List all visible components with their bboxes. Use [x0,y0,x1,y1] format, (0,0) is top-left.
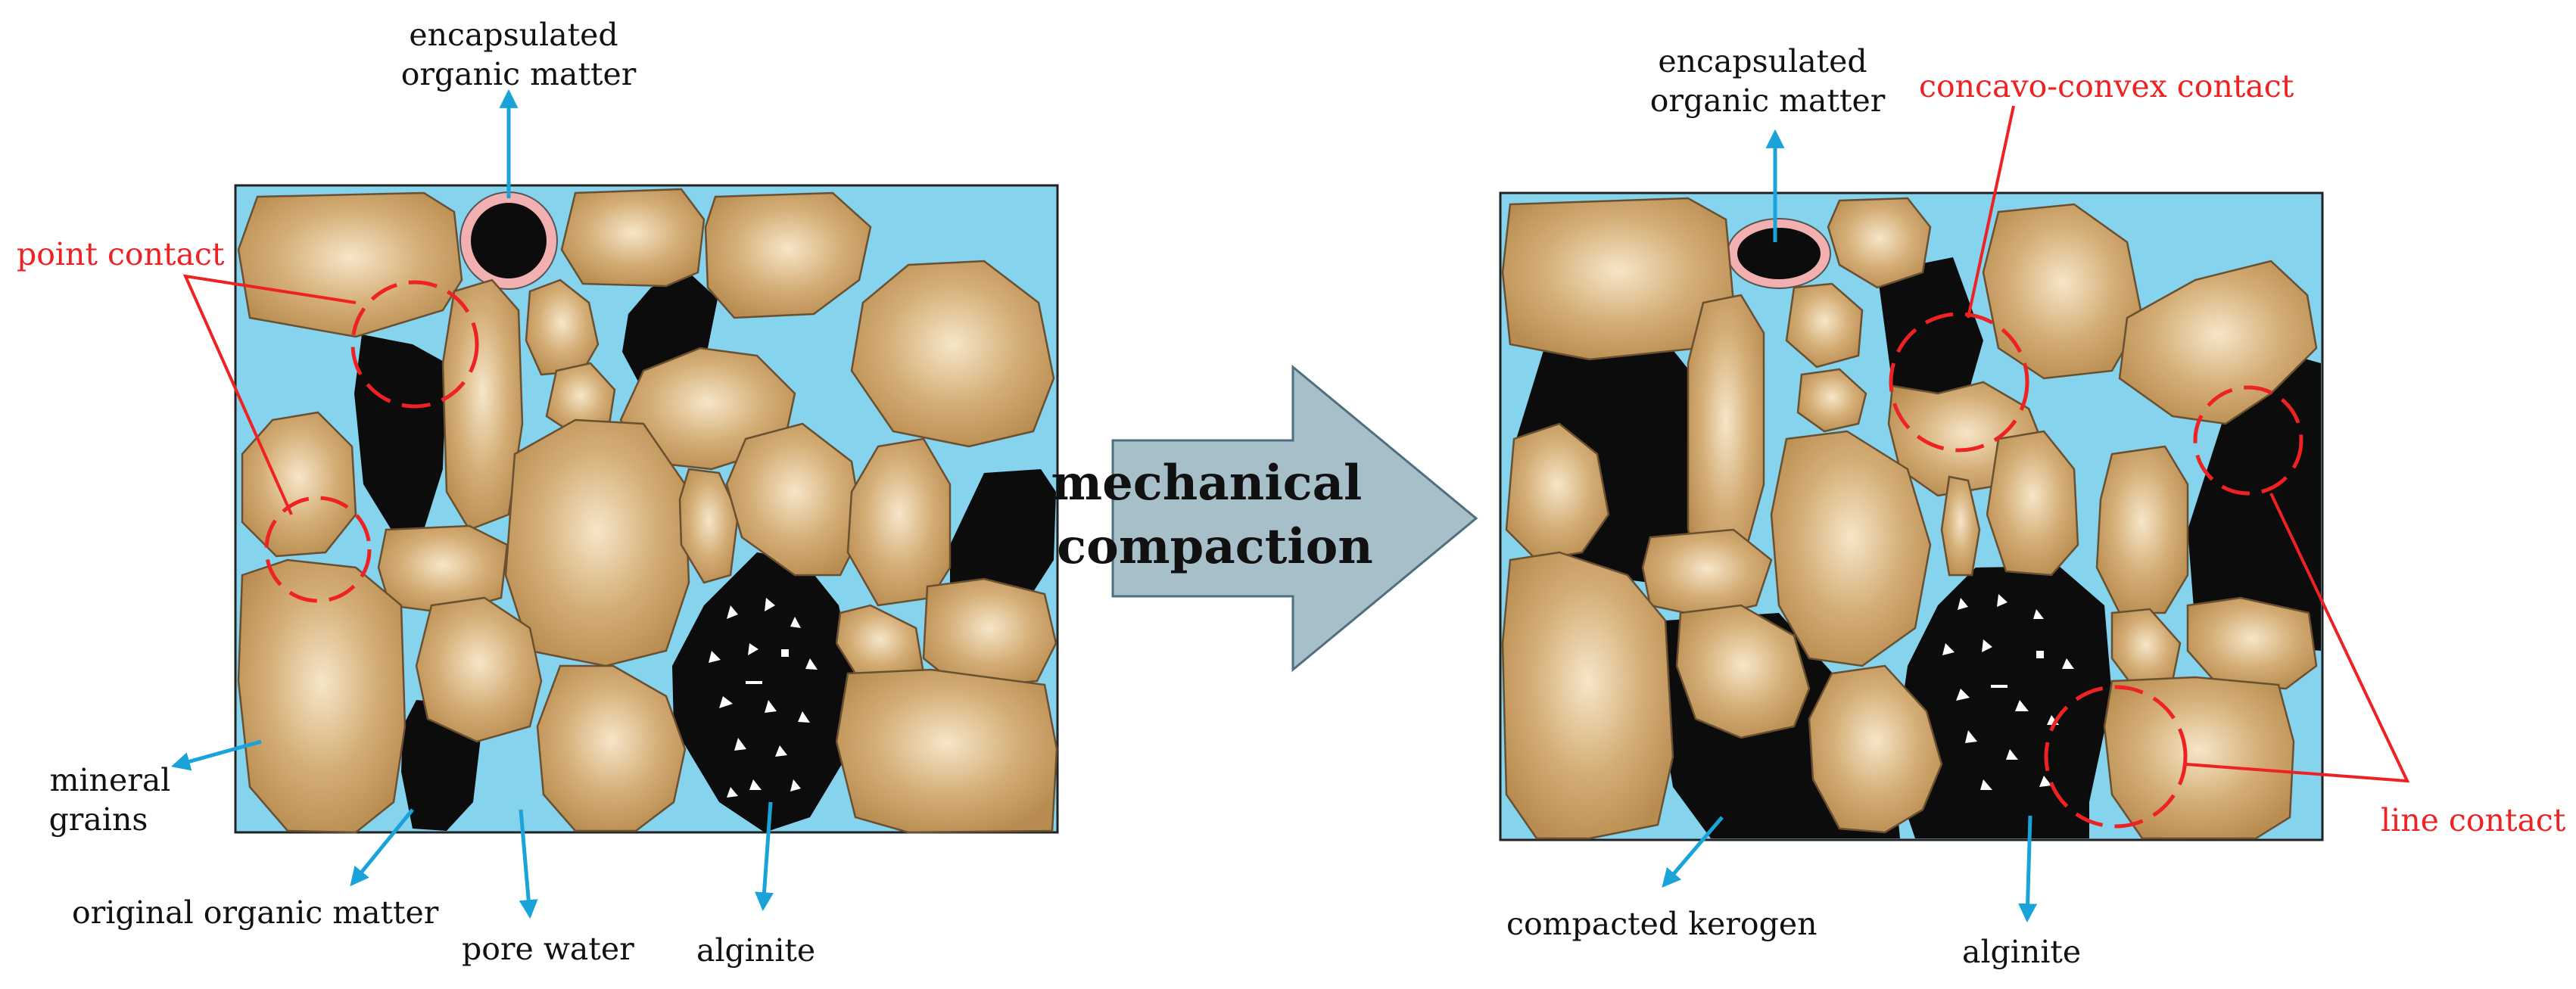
mineral-grains-label-line1: mineral [50,762,171,798]
mineral-grain [1501,551,1674,840]
mineral-grain [241,411,357,558]
point-contact-circle [264,496,372,603]
mineral-grain [237,191,463,338]
compaction-arrow: mechanical compaction [1051,364,1478,673]
compaction-arrow-label: mechanical compaction [1051,455,1378,575]
encapsulated-label-line1: encapsulated [1658,43,1867,79]
mineral-grain [441,278,524,531]
concavo-convex-leader [1967,105,2015,319]
mineral-grain [1982,203,2144,380]
compacted-kerogen [1877,257,1983,409]
compacted-kerogen-arrow [1662,816,1724,888]
mineral-grain [1796,368,1867,433]
line-contact-circle [2193,385,2303,496]
mineral-grain [922,577,1057,690]
mineral-grain [1808,664,1943,834]
point-contact-leader [182,274,357,515]
original-organic-matter [950,469,1056,602]
mineral-grain [1940,475,1981,577]
compaction-arrow-line2: compaction [1057,518,1373,575]
encapsulated-label-line2: organic matter [401,56,637,92]
encapsulated-organic-matter-core [1737,228,1821,279]
mineral-grain [560,188,706,288]
mineral-grain [415,596,543,743]
concavo-convex-contact-label: concavo-convex contact [1919,68,2294,104]
original-organic-matter-arrow [350,808,414,887]
mineral-grain [536,664,687,832]
encapsulated-label: encapsulated organic matter [1650,43,1886,119]
left-panel: encapsulated organic matter point contac… [17,17,1059,969]
mineral-grains-arrow [170,739,262,771]
encapsulated-label-line2: organic matter [1650,82,1886,119]
mineral-grain [504,418,690,667]
alginite-arrow [755,801,774,912]
mineral-grain [725,422,864,577]
encapsulated-label-line1: encapsulated [409,17,618,53]
line-contact-circle [2044,685,2188,829]
mineral-grain [525,278,600,376]
mineral-grain [704,191,872,319]
original-organic-matter-label: original organic matter [72,894,439,931]
mineral-grain [2186,596,2318,690]
compacted-kerogen [2188,356,2321,651]
encapsulated-organic-matter-core [471,203,547,278]
alginite-arrow [2018,815,2038,923]
mineral-grain [1675,604,1811,739]
pore-water-label: pore water [462,931,634,967]
original-organic-matter [354,334,447,533]
mineral-grain [678,468,740,584]
concavo-convex-contact-circle [1889,312,2029,453]
mineral-grain [2118,260,2318,425]
line-contact-leader [2185,493,2410,783]
mineral-grain [1770,430,1932,667]
mineral-grain [2103,676,2295,840]
line-contact-label: line contact [2381,802,2566,838]
alginite-label: alginite [1962,934,2081,970]
alginite [672,552,855,832]
compaction-arrow-line1: mechanical [1051,455,1362,512]
mineral-grain [237,558,406,834]
right-panel: encapsulated organic matter concavo-conv… [1499,43,2566,970]
encapsulated-label: encapsulated organic matter [401,17,637,92]
pore-water-arrow [519,809,538,919]
compacted-kerogen-label: compacted kerogen [1506,906,1818,942]
mineral-grain [1986,430,2079,577]
alginite-white-fragments [709,598,818,798]
mineral-grain [835,668,1058,834]
mineral-grain [1505,422,1610,561]
alginite-white-fragments [1942,594,2074,790]
point-contact-markers [182,274,479,603]
mineral-grain [850,260,1055,448]
compaction-arrow-shape [1111,364,1478,673]
mineral-grains-label: mineral grains [49,762,181,838]
mineral-grains-label-line2: grains [49,801,148,838]
alginite-label: alginite [696,932,815,969]
mineral-grain [1827,197,1932,289]
mineral-grain [1785,282,1864,369]
point-contact-label: point contact [17,236,225,272]
point-contact-circle [350,280,479,409]
alginite [1892,566,2112,838]
mineral-grain [2095,445,2189,614]
contact-markers [1889,105,2410,829]
